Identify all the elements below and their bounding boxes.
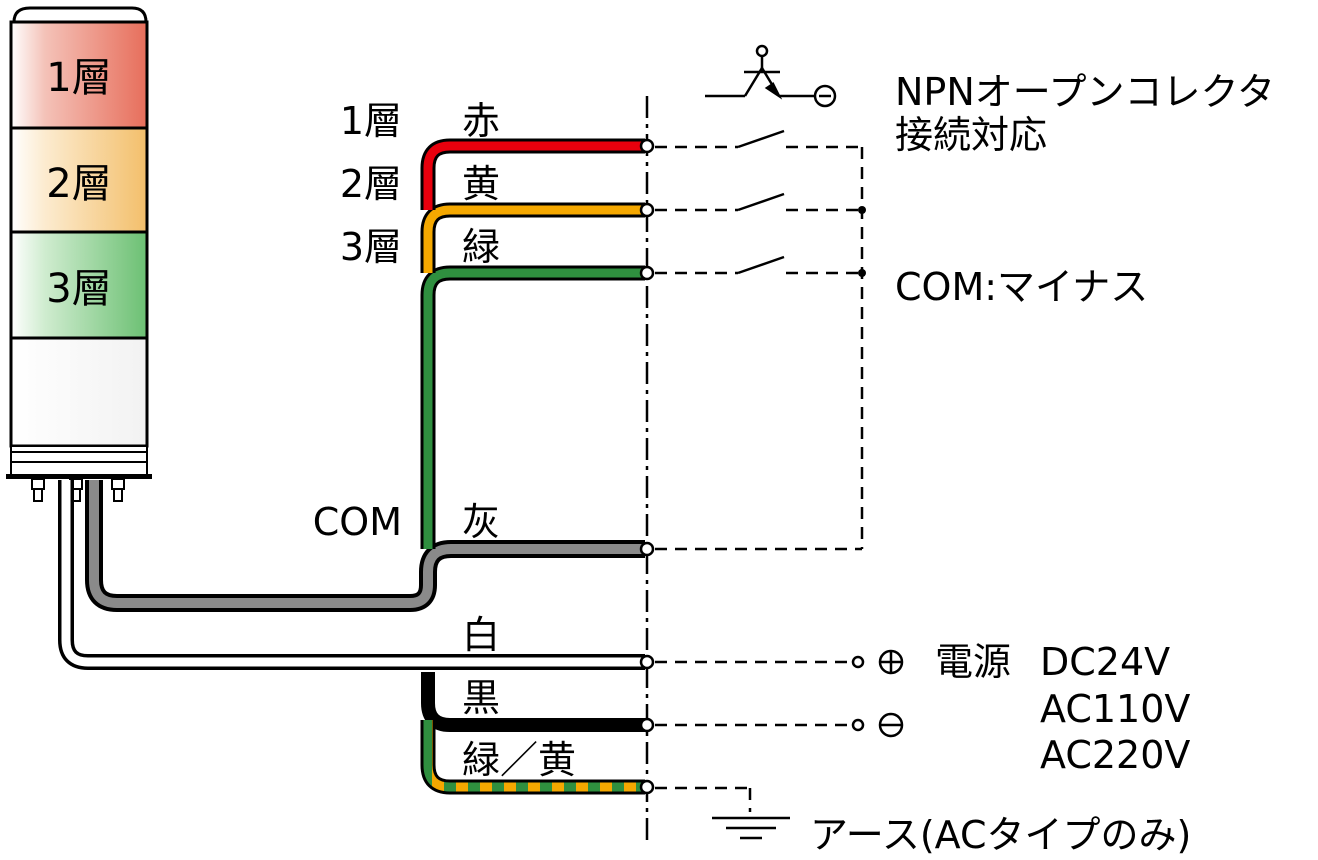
power-circuit [655,649,904,738]
tower-cap [12,6,148,24]
label-tier-1: 1層 [340,99,402,143]
terminal-white [639,654,655,670]
terminal-black [639,717,655,733]
npn-note-line2: 接続対応 [895,113,1047,157]
power-dc24v: DC24V [1040,640,1170,684]
terminal-red [639,138,655,154]
label-red: 赤 [462,99,500,143]
switch-1 [737,129,785,149]
mount-bolts [31,478,125,502]
com-minus-note: COM:マイナス [895,265,1148,309]
label-yellow: 黄 [462,162,500,206]
wire-red [420,138,645,210]
terminal-green-yellow [639,779,655,795]
minus-icon [878,712,904,738]
tier-3-label: 3層 [46,266,111,312]
label-com: COM [313,500,402,544]
switch-2 [737,192,785,212]
earth-note: アース(ACタイプのみ) [810,813,1191,857]
switch-3 [737,255,785,275]
wire-black [421,672,645,732]
terminal-yellow [639,202,655,218]
cable-white-from-tower [58,480,645,670]
signal-tower: 1層 2層 3層 [6,6,152,502]
label-green: 緑 [462,225,500,269]
tower-base-plate [6,474,152,479]
npn-transistor-icon [705,44,837,108]
label-white: 白 [462,613,500,657]
power-ac110v: AC110V [1040,687,1190,731]
ground-icon [712,816,790,840]
plus-icon [878,649,904,675]
label-tier-2: 2層 [340,162,402,206]
terminal-gray [639,541,655,557]
wire-green [420,265,645,549]
label-black: 黒 [462,676,500,720]
wire-green-yellow [420,720,645,795]
tier-2-label: 2層 [46,161,111,207]
wire-yellow [420,202,645,273]
label-gray: 灰 [462,500,500,544]
tier-1-label: 1層 [46,55,111,101]
power-label: 電源 [935,640,1011,684]
cable-gray-from-tower [85,480,645,612]
label-green-yellow: 緑／黄 [462,738,576,782]
power-ac220v: AC220V [1040,733,1190,777]
switch-circuit [655,129,866,551]
tower-body [9,336,149,448]
label-tier-3: 3層 [340,225,402,269]
terminal-green [639,265,655,281]
npn-note-line1: NPNオープンコレクタ [895,70,1275,114]
tier-1 [9,20,149,130]
earth-circuit [655,786,790,840]
terminals [639,138,655,795]
tier-2 [9,126,149,234]
